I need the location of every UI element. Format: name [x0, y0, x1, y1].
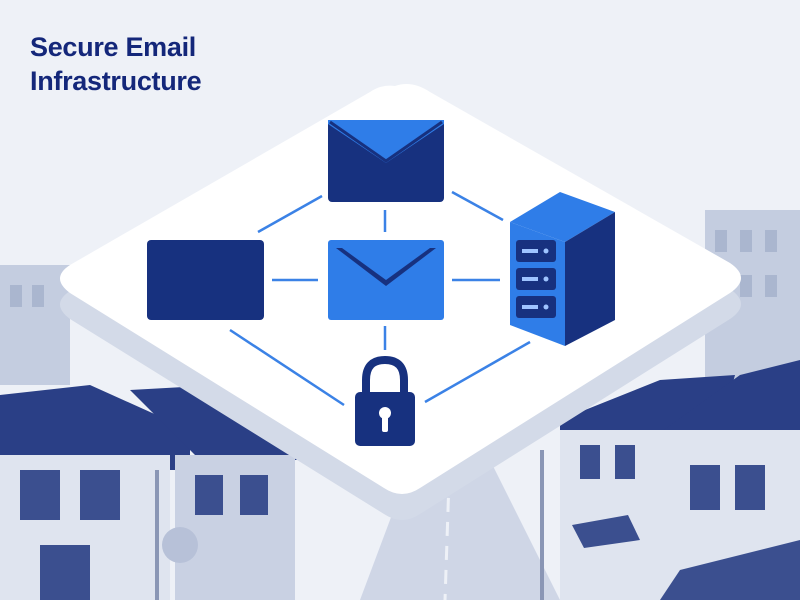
email-block-icon	[147, 240, 264, 320]
open-mail-icon	[328, 240, 444, 320]
right-houses	[540, 360, 800, 600]
email-envelope-icon	[328, 120, 444, 202]
connectors	[229, 190, 531, 407]
padlock-icon	[355, 355, 415, 446]
left-houses	[0, 385, 310, 600]
title-line-1: Secure Email	[30, 32, 196, 62]
page-title: Secure Email Infrastructure	[30, 30, 202, 98]
title-line-2: Infrastructure	[30, 66, 202, 96]
server-rack-icon	[510, 192, 615, 346]
